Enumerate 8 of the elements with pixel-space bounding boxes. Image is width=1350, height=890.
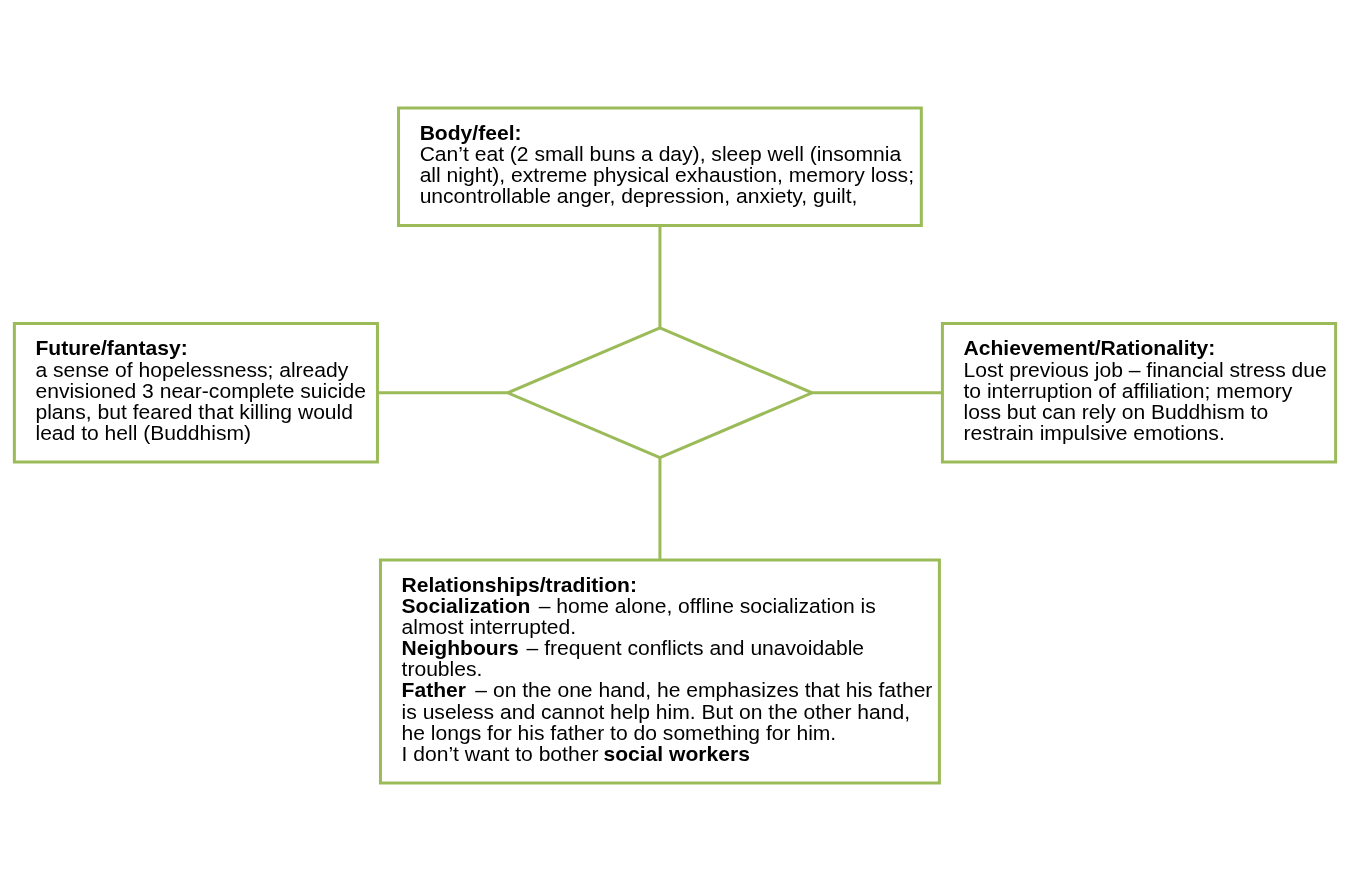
connector xyxy=(658,225,662,328)
connector xyxy=(658,457,662,560)
node-box: Achievement/Rationality: Lost previous job – financial stress due to interruption of affiliation; memory loss but can rely on Buddhism to restrain impulsive emotions. xyxy=(940,321,1338,464)
node-box: Body/feel: Can’t eat (2 small buns a day), sleep well (insomnia all night), extreme physical exhaustion, memory loss; uncontrollable anger, depression, anxiety, guilt, xyxy=(397,106,923,227)
node-box: Future/fantasy: a sense of hopelessness; already envisioned 3 near-complete suicide plans, but feared that killing would lead to hell (Buddhism) xyxy=(12,321,379,464)
connector xyxy=(377,390,508,394)
node-box: Relationships/tradition: Socialization – home alone, offline socialization is almost interrupted. Neighbours – frequent conflicts and unavoidable troubles. Father – on the one hand, he emphasizes that his father is useless and cannot help him. But on the other hand, he longs for his father to do something for him. I don’t want to bother social workers xyxy=(378,558,941,784)
connector xyxy=(812,390,942,394)
